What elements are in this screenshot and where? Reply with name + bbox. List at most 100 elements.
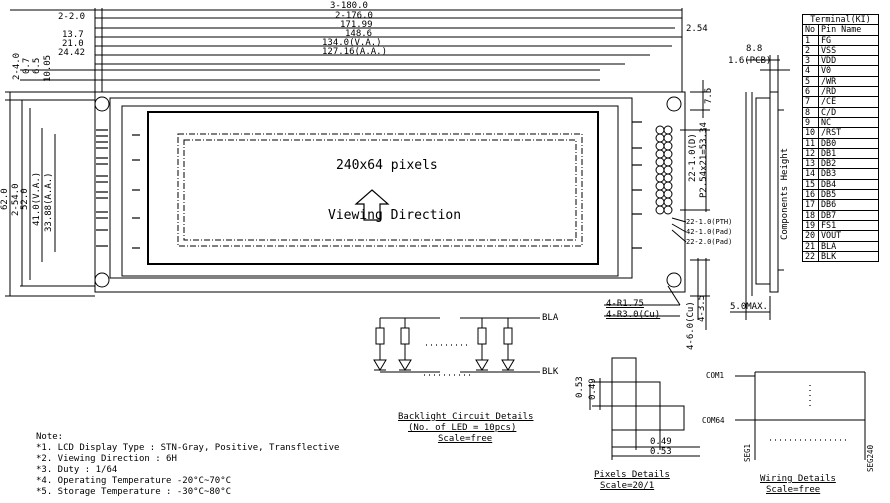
pixel-dim-3: 0.49: [650, 437, 672, 447]
pin-col-no: No: [802, 24, 819, 36]
pin-row: 5/WR: [802, 75, 879, 88]
pixel-dim-4: 0.53: [650, 447, 672, 457]
wiring-scale: Scale=free: [766, 485, 821, 495]
mount-hole-br: [666, 272, 682, 288]
side-profile: [730, 55, 790, 320]
backlight-circuit: [373, 317, 540, 373]
active-area-inner: [183, 139, 577, 241]
dim-v-2-4: 2-4.0: [12, 52, 22, 80]
dim-pad-22: 22-2.0(Pad): [686, 238, 733, 246]
pixel-grid: [589, 357, 700, 460]
wiring-com1: COM1: [706, 371, 725, 380]
pin-col-name: Pin Name: [818, 24, 879, 36]
dim-top-0: 3-180.0: [330, 1, 368, 11]
viewing-arrow-icon: [354, 189, 390, 221]
dim-6-0: 4-6.0(Cu): [686, 301, 696, 350]
pixels-title: Pixels Details: [594, 470, 670, 480]
dim-2-54: 2.54: [686, 24, 708, 34]
components-height-label: Components Height: [780, 147, 790, 240]
backlight-subtitle: (No. of LED = 10pcs): [408, 423, 517, 433]
dim-top-1: 2-176.0: [335, 11, 373, 21]
dim-13-7: 13.7: [62, 30, 84, 40]
pcb-outline: [94, 91, 686, 293]
dim-v-0-7: 0.7: [22, 57, 32, 74]
dim-3-5: 4-3.5: [697, 294, 707, 322]
wiring-com64: COM64: [702, 416, 725, 425]
dim-8-8: 8.8: [746, 44, 763, 54]
dim-v-6-5: 6.5: [32, 57, 42, 74]
dim-h-33: 33.88(A.A.): [44, 172, 54, 232]
backlight-bla-label: BLA: [542, 313, 559, 323]
wiring-title: Wiring Details: [760, 474, 836, 484]
dim-h-41: 41.0(V.A.): [32, 171, 42, 226]
dim-h-52: 52.0: [20, 188, 30, 210]
note-item: *5. Storage Temperature : -30°C~80°C: [36, 487, 232, 497]
dim-2-2: 2-2.0: [58, 12, 86, 22]
dim-r3: 4-R3.0(Cu): [606, 310, 661, 320]
pin-row: 6/RD: [802, 86, 879, 98]
pin-row: 7/CE: [802, 96, 879, 108]
notes-title: Note:: [36, 432, 64, 442]
mount-hole-tl: [94, 96, 110, 112]
note-item: *1. LCD Display Type : STN-Gray, Positiv…: [36, 443, 340, 453]
dim-5max: 5.0MAX.: [730, 302, 768, 312]
wiring-seg1: SEG1: [743, 443, 752, 462]
dim-top-5: 127.16(A.A.): [322, 47, 388, 57]
dim-v-10-05: 10.05: [43, 54, 53, 82]
dim-24-42: 24.42: [58, 48, 86, 58]
pin-row: 10/RST: [802, 127, 879, 139]
dim-r175: 4-R1.75: [606, 299, 644, 309]
dim-top-4: 134.0(V.A.): [322, 38, 382, 48]
wiring-seg240: SEG240: [866, 444, 875, 472]
dim-top-3: 148.6: [345, 29, 373, 39]
dim-7-5: 7.5: [704, 87, 714, 104]
dim-pin-dia: 22-1.0(D): [688, 133, 698, 182]
dim-pth: 22-1.0(PTH): [686, 218, 733, 226]
note-item: *4. Operating Temperature -20°C~70°C: [36, 476, 232, 486]
bezel-outline: [109, 97, 633, 279]
dim-pad-42: 42-1.0(Pad): [686, 228, 733, 236]
mount-hole-bl: [94, 272, 110, 288]
dim-21-0: 21.0: [62, 39, 84, 49]
mount-hole-tr: [666, 96, 682, 112]
dim-pin-pitch: P2.54x21=53.34: [699, 122, 709, 198]
pixel-dim-2: 0.49: [588, 378, 598, 400]
backlight-scale: Scale=free: [438, 434, 493, 444]
pin-holes: [655, 125, 673, 215]
wiring-frame: [735, 371, 866, 460]
pixel-dim-1: 0.53: [575, 376, 585, 398]
screen-pixels-label: 240x64 pixels: [336, 158, 438, 173]
dim-h-62: 62.0: [0, 188, 10, 210]
dim-top-2: 171.99: [340, 20, 373, 30]
note-item: *2. Viewing Direction : 6H: [36, 454, 177, 464]
glass-outline: [121, 105, 619, 277]
note-item: *3. Duty : 1/64: [36, 465, 118, 475]
backlight-title: Backlight Circuit Details: [398, 412, 534, 422]
screen-viewing-label: Viewing Direction: [328, 208, 462, 223]
pixels-scale: Scale=20/1: [600, 481, 655, 491]
backlight-blk-label: BLK: [542, 367, 559, 377]
active-area: [177, 133, 583, 247]
viewing-area: [147, 111, 599, 265]
pin-table-title: Terminal(KI): [802, 13, 879, 26]
